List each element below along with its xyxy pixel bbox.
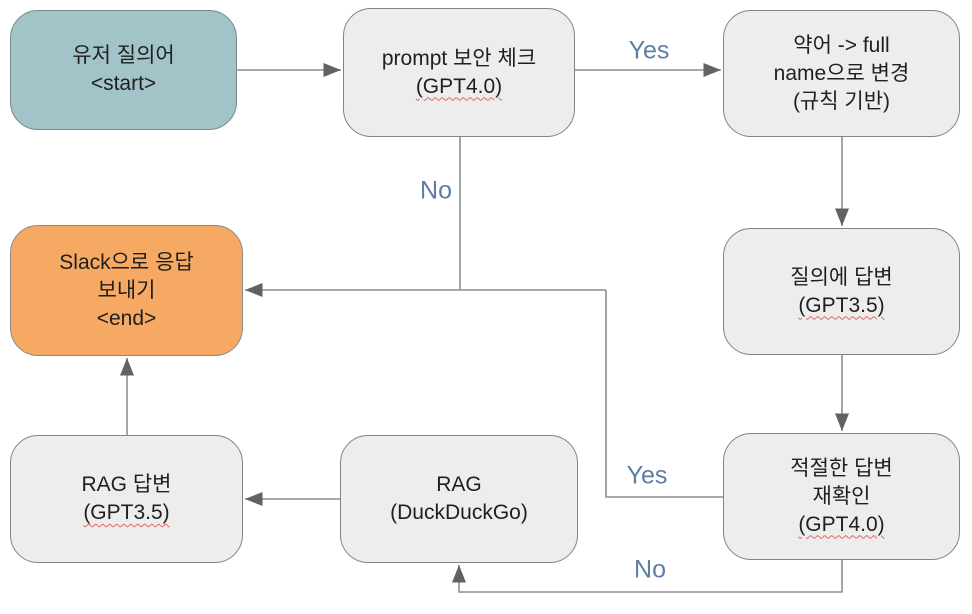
node-user-query-start: 유저 질의어 <start> — [10, 10, 237, 130]
edge-label-yes-top: Yes — [628, 36, 670, 65]
node-text-line: 적절한 답변 — [790, 456, 893, 480]
node-rag-answer: RAG 답변 (GPT3.5) — [10, 435, 243, 563]
node-text-line: 보내기 — [97, 278, 156, 302]
node-text-line: RAG 답변 — [81, 473, 172, 496]
node-text-line-misspelled: (GPT4.0) — [798, 512, 885, 536]
node-text-line: (규칙 기반) — [792, 89, 891, 113]
node-text-line: 질의에 답변 — [790, 265, 893, 289]
node-text-line: Slack으로 응답 — [59, 250, 194, 274]
node-text-line: RAG — [436, 473, 482, 496]
node-text-line: <end> — [96, 306, 157, 330]
connector-recheck-no-to-rag-ddg — [451, 560, 843, 593]
node-text-line: 재확인 — [812, 484, 871, 508]
node-text-line: prompt 보안 체크 — [381, 46, 537, 70]
node-answer-query: 질의에 답변 (GPT3.5) — [723, 228, 960, 355]
node-prompt-security-check: prompt 보안 체크 (GPT4.0) — [343, 8, 575, 137]
node-text-line: 유저 질의어 — [72, 44, 175, 67]
node-text-line: 약어 -> full — [793, 33, 890, 57]
edge-label-no-prompt-check: No — [420, 176, 452, 205]
node-text-line-misspelled: (GPT4.0) — [415, 74, 503, 98]
node-text-line: (DuckDuckGo) — [390, 501, 528, 524]
edge-label-no-recheck: No — [634, 555, 666, 584]
node-text-line-misspelled: (GPT3.5) — [798, 293, 885, 317]
node-text-line-misspelled: (GPT3.5) — [83, 501, 170, 524]
node-rag-duckduckgo: RAG (DuckDuckGo) — [340, 435, 578, 563]
node-abbrev-to-fullname: 약어 -> full name으로 변경 (규칙 기반) — [723, 10, 960, 137]
edge-label-yes-recheck: Yes — [626, 461, 668, 490]
node-text-line: name으로 변경 — [773, 61, 910, 85]
connector-recheck-yes-return — [605, 290, 723, 498]
node-recheck-answer: 적절한 답변 재확인 (GPT4.0) — [723, 433, 960, 560]
node-text-line: <start> — [90, 72, 157, 95]
node-send-to-slack-end: Slack으로 응답 보내기 <end> — [10, 225, 243, 356]
